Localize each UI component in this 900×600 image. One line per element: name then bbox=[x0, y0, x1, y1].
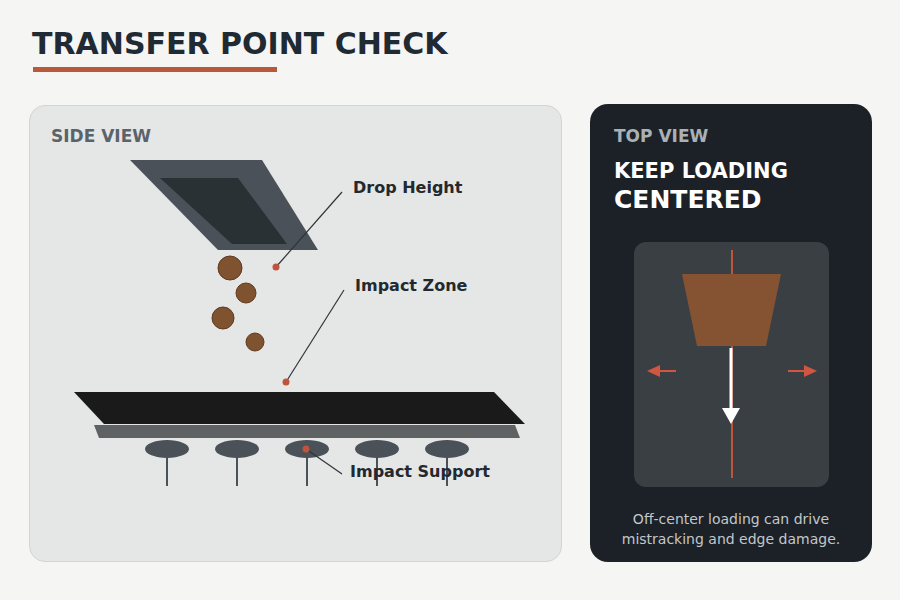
chute-opening bbox=[160, 178, 287, 244]
headline: KEEP LOADING bbox=[614, 159, 788, 183]
drift-arrow bbox=[788, 370, 806, 372]
material-lump bbox=[212, 307, 234, 329]
chute-footprint bbox=[682, 274, 781, 346]
belt-top-view bbox=[634, 242, 829, 487]
drift-arrow bbox=[658, 370, 676, 372]
flow-arrowhead bbox=[722, 408, 740, 424]
side-view-panel: SIDE VIEW bbox=[29, 105, 562, 562]
title-underline bbox=[33, 67, 277, 72]
impact-idler bbox=[285, 440, 329, 458]
leader-line bbox=[276, 192, 342, 267]
impact-idler bbox=[145, 440, 189, 458]
callout-label: Impact Support bbox=[350, 462, 490, 481]
page-title: TRANSFER POINT CHECK bbox=[32, 26, 448, 61]
material-lump bbox=[218, 256, 242, 280]
callout-dot bbox=[283, 379, 290, 386]
material-lump bbox=[246, 333, 264, 351]
impact-idler bbox=[355, 440, 399, 458]
impact-idler bbox=[425, 440, 469, 458]
callout-label: Drop Height bbox=[353, 178, 462, 197]
impact-idler bbox=[215, 440, 259, 458]
headline: CENTERED bbox=[614, 185, 762, 214]
chute bbox=[130, 160, 318, 250]
material-lump bbox=[236, 283, 256, 303]
callout-dot bbox=[303, 446, 310, 453]
belt-underside bbox=[94, 425, 520, 438]
flow-arrow bbox=[730, 348, 733, 410]
leader-line bbox=[306, 449, 342, 474]
drift-arrowhead bbox=[647, 365, 660, 377]
callout-dot bbox=[273, 264, 280, 271]
panel-heading: TOP VIEW bbox=[614, 126, 708, 146]
conveyor-belt bbox=[74, 392, 525, 424]
callout-label: Impact Zone bbox=[355, 276, 467, 295]
drift-arrowhead bbox=[804, 365, 817, 377]
note-text: Off-center loading can drive mistracking… bbox=[606, 509, 856, 549]
panel-heading: SIDE VIEW bbox=[51, 126, 151, 146]
leader-line bbox=[286, 290, 344, 382]
